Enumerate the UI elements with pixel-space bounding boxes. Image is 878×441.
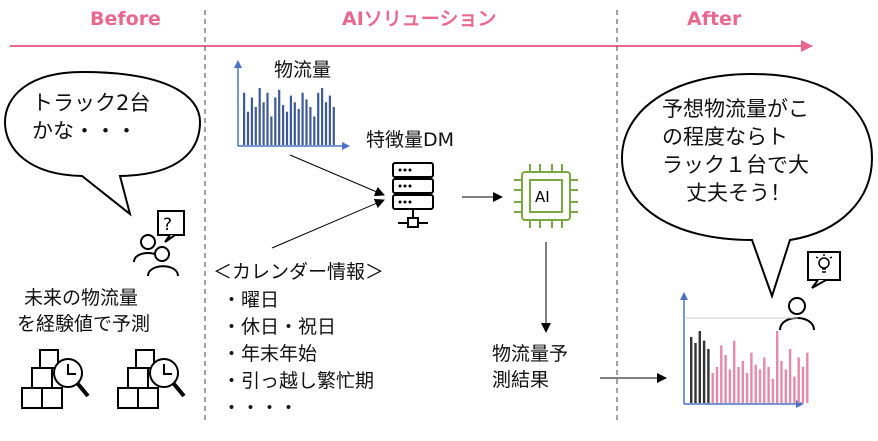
predicted-bar xyxy=(776,331,779,403)
feature-dm-label: 特徴量DM xyxy=(366,129,455,151)
volume-bar xyxy=(246,111,250,145)
prediction-chart-bars xyxy=(690,331,809,403)
predicted-bar xyxy=(806,352,809,403)
predicted-bar xyxy=(797,357,800,403)
predicted-bar xyxy=(737,367,740,403)
predicted-bar xyxy=(771,379,775,403)
boxes-magnifier-icon xyxy=(117,349,186,409)
volume-bar xyxy=(293,102,296,145)
ai-chip-label: AI xyxy=(535,188,550,206)
result-label-line-1: 物流量予 xyxy=(492,343,569,365)
volume-bar xyxy=(243,92,246,145)
server-icon xyxy=(392,162,434,228)
volume-bar xyxy=(289,95,292,145)
after-bubble-line-3: ラック１台で大 xyxy=(662,153,809,177)
header-after: After xyxy=(687,8,742,30)
lightbulb-icon xyxy=(815,254,833,273)
arrow-calendar-to-dm xyxy=(271,198,385,249)
volume-bar xyxy=(270,116,273,145)
header-ai-solution: AIソリューション xyxy=(342,8,497,30)
result-label-line-2: 測結果 xyxy=(492,369,550,391)
predicted-bar xyxy=(720,345,723,403)
calendar-item: ・曜日 xyxy=(222,289,280,311)
before-caption-line-1: 未来の物流量 xyxy=(24,287,139,309)
predicted-bar xyxy=(784,369,787,403)
predicted-bar xyxy=(745,373,749,403)
volume-bar xyxy=(301,92,304,145)
predicted-bar xyxy=(715,367,719,403)
volume-bar xyxy=(305,99,308,145)
actual-bar xyxy=(694,343,697,403)
actual-bar xyxy=(698,331,701,403)
question-mark: ? xyxy=(163,215,172,235)
predicted-bar xyxy=(758,369,762,403)
volume-bar xyxy=(309,107,312,145)
calendar-item: ・・・・ xyxy=(222,397,299,419)
predicted-bar xyxy=(754,364,757,403)
predicted-bar xyxy=(767,367,770,403)
volume-bar xyxy=(313,116,316,145)
volume-bar xyxy=(317,92,320,145)
volume-bar xyxy=(282,105,285,145)
boxes-magnifier-icon xyxy=(21,349,90,409)
before-bubble-line-1: トラック2台 xyxy=(32,91,151,115)
volume-bar xyxy=(258,88,261,145)
actual-bar xyxy=(702,340,706,403)
volume-bar xyxy=(285,111,289,145)
predicted-bar xyxy=(788,349,792,403)
predicted-bar xyxy=(793,376,796,403)
volume-bar xyxy=(262,102,265,145)
volume-bar xyxy=(278,89,281,145)
calendar-item: ・休日・祝日 xyxy=(222,316,337,338)
arrow-volume-to-dm xyxy=(289,154,385,197)
volume-bar xyxy=(274,97,277,145)
volume-bar xyxy=(332,107,335,145)
volume-bar xyxy=(266,92,269,145)
volume-chart-label: 物流量 xyxy=(274,59,332,81)
calendar-item: ・年末年始 xyxy=(222,343,318,365)
predicted-bar xyxy=(728,369,732,403)
actual-bar xyxy=(690,337,693,403)
after-bubble-line-2: の程度ならト xyxy=(662,125,788,149)
volume-bar xyxy=(254,107,257,145)
volume-bar xyxy=(321,88,324,145)
predicted-bar xyxy=(763,357,766,403)
predicted-bar xyxy=(801,367,805,403)
volume-bar xyxy=(328,95,331,145)
after-speech-bubble xyxy=(620,72,874,300)
after-bubble-line-1: 予想物流量がこ xyxy=(662,97,809,121)
ai-chip-icon xyxy=(514,164,578,228)
predicted-bar xyxy=(733,340,736,403)
calendar-title: ＜カレンダー情報＞ xyxy=(213,261,385,283)
volume-chart-bars xyxy=(243,88,335,145)
volume-bar xyxy=(250,97,253,145)
predicted-bar xyxy=(750,352,753,403)
predicted-bar xyxy=(741,361,744,403)
actual-bar xyxy=(707,349,710,403)
before-caption-line-2: を経験値で予測 xyxy=(17,313,151,335)
predicted-bar xyxy=(711,373,714,403)
server-lights xyxy=(398,168,412,204)
person-question-icon xyxy=(133,210,185,277)
header-before: Before xyxy=(90,8,161,30)
calendar-item: ・引っ越し繁忙期 xyxy=(222,370,375,392)
volume-bar xyxy=(324,102,328,145)
predicted-bar xyxy=(724,355,727,403)
before-speech-bubble xyxy=(3,70,202,217)
volume-bar xyxy=(297,108,300,145)
predicted-bar xyxy=(780,361,783,403)
after-bubble-line-4: 丈夫そう！ xyxy=(686,181,791,205)
before-bubble-line-2: かな・・・ xyxy=(32,119,137,143)
